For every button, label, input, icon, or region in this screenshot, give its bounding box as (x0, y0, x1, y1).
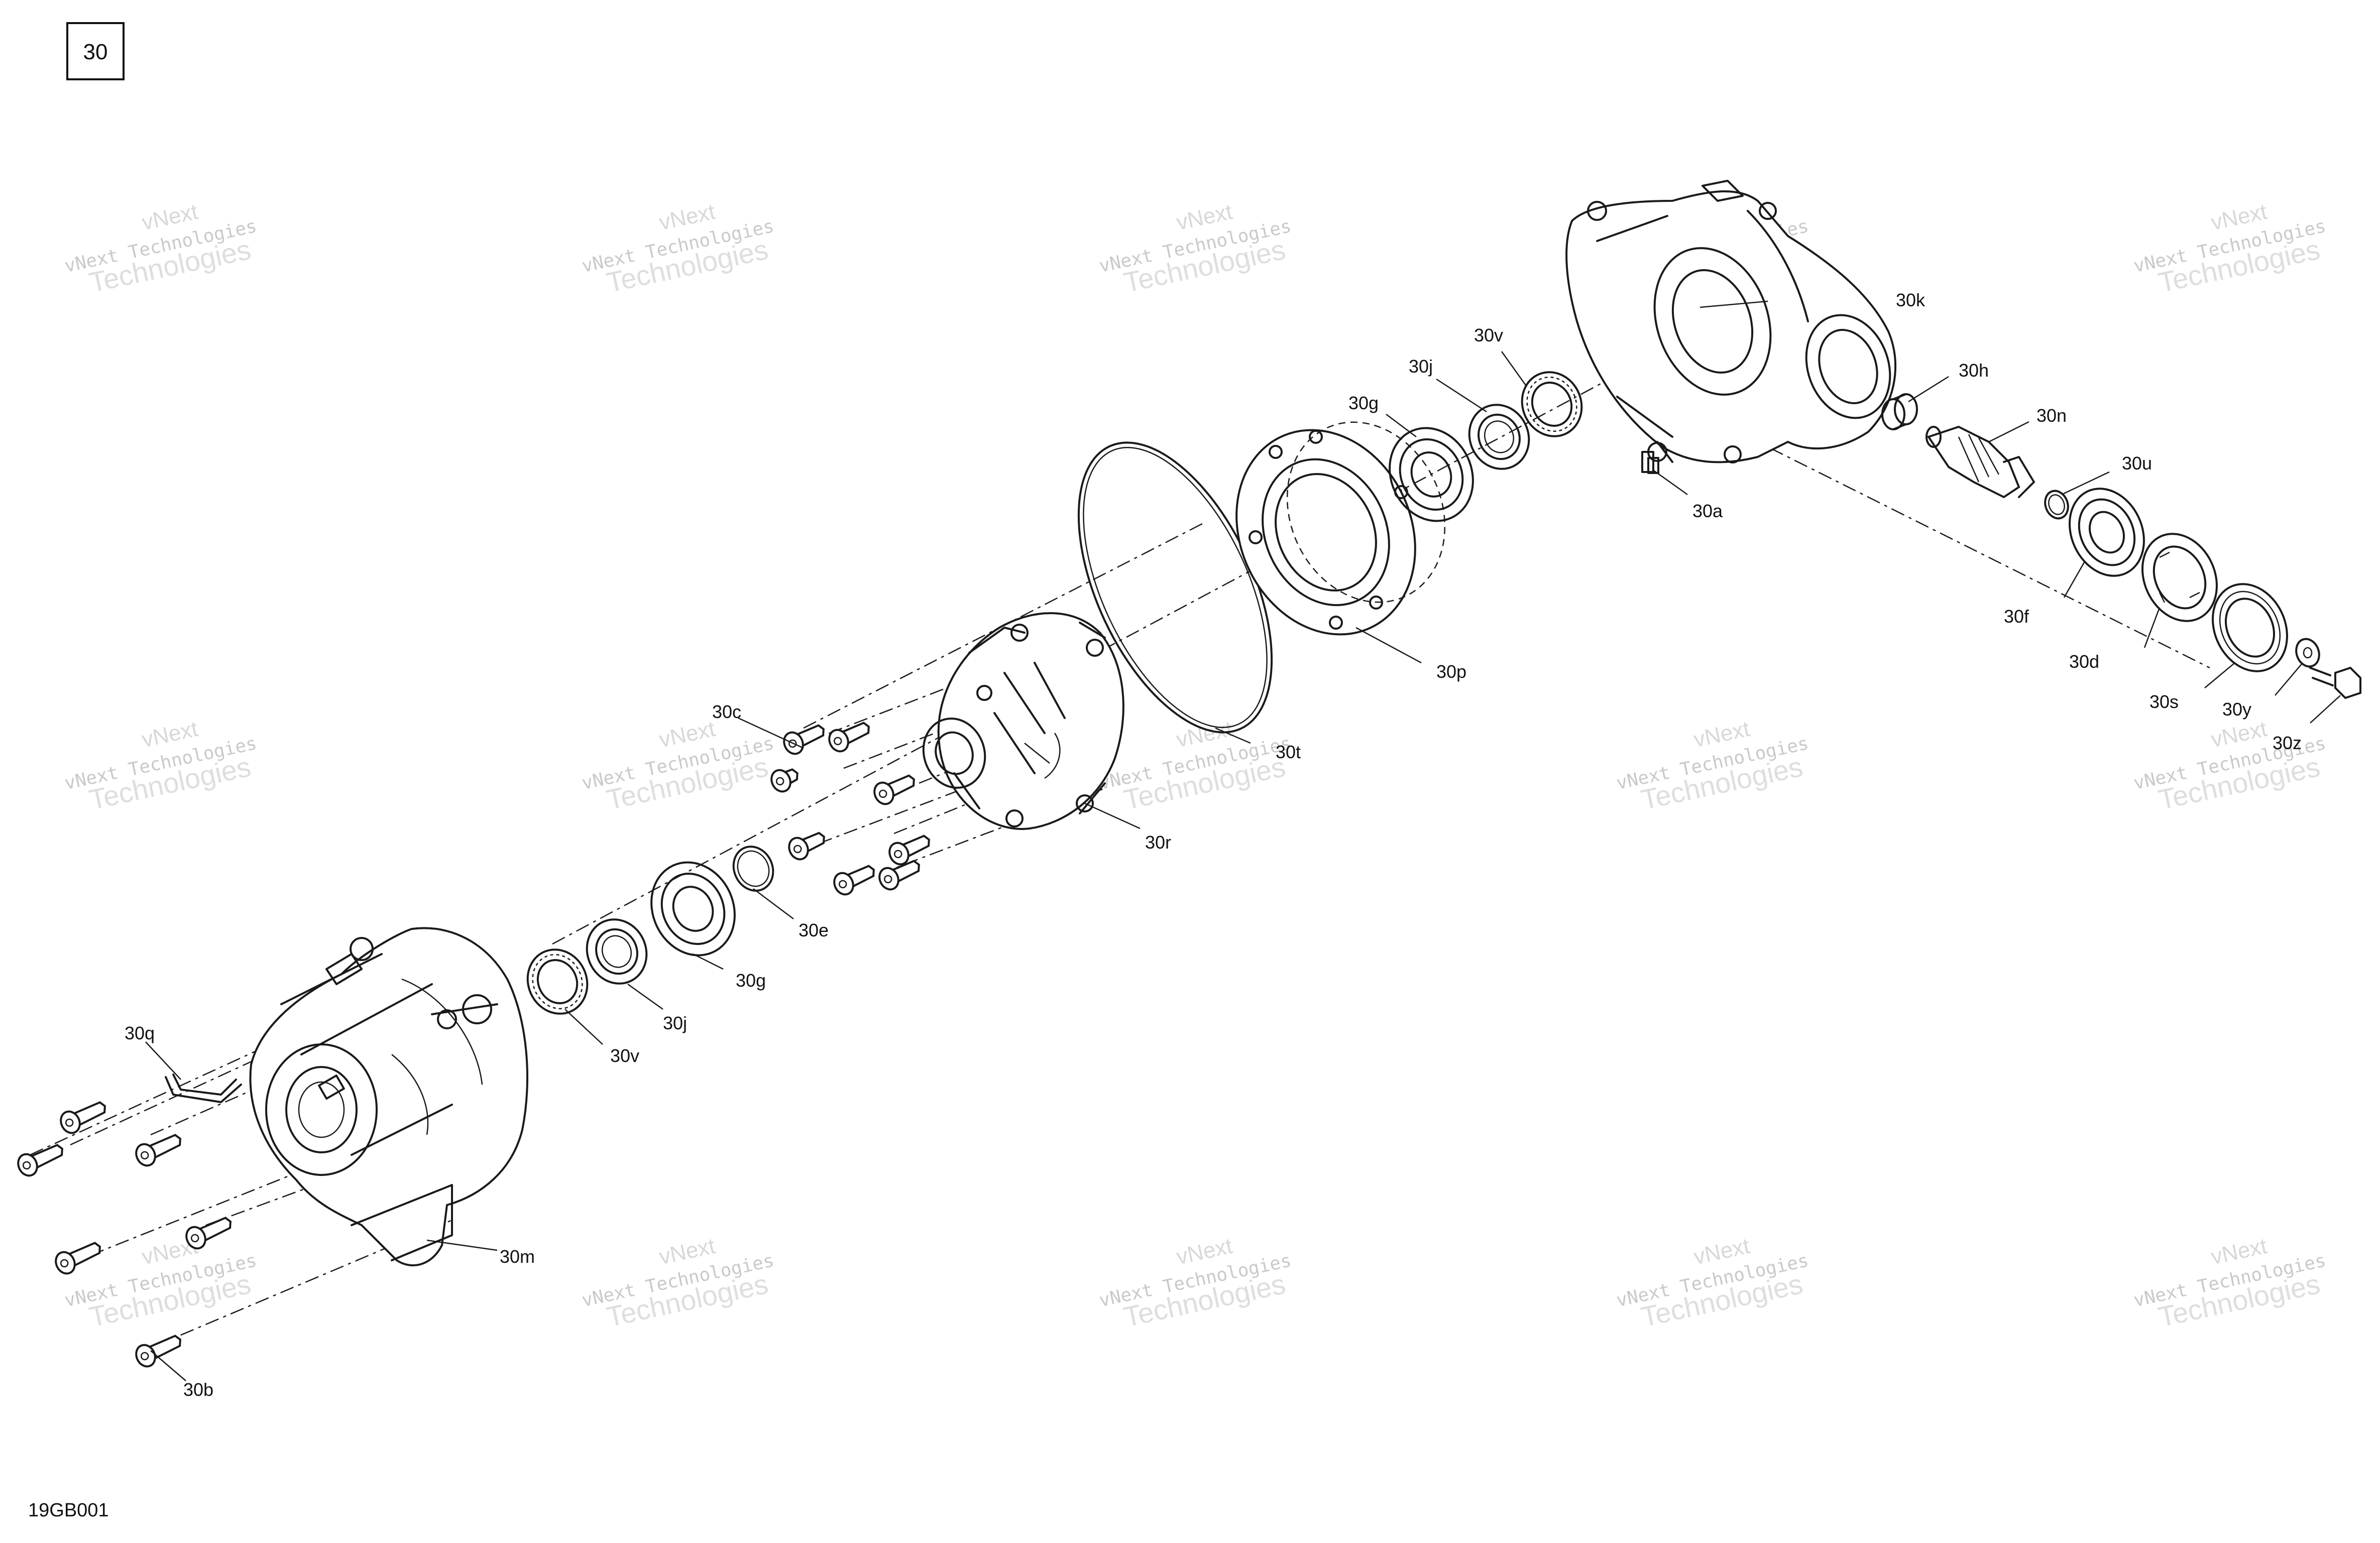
figure-number: 30 (83, 40, 108, 64)
callout-30a: 30a (1692, 501, 1723, 521)
callout-30u: 30u (2122, 453, 2152, 473)
callout-30v-lower: 30v (610, 1045, 639, 1066)
differential-housing-30r (922, 612, 1124, 830)
callout-30t: 30t (1276, 742, 1301, 762)
leader-lines (145, 300, 2341, 1381)
callout-30e: 30e (799, 920, 829, 940)
sleeve-30h (1881, 393, 1918, 430)
plug-30a (1647, 457, 1659, 474)
callout-30g-lower: 30g (736, 970, 766, 991)
seal-30s (2212, 583, 2288, 672)
bearing-30g-upper (1389, 427, 1474, 522)
bolt-icon (873, 774, 915, 805)
bolt-icon (60, 1101, 106, 1134)
circlip-30u (2044, 490, 2069, 520)
callout-30p: 30p (1436, 661, 1466, 682)
callout-30j-upper: 30j (1409, 356, 1433, 377)
bolt-icon (888, 835, 930, 866)
bolt-icon (135, 1335, 181, 1368)
callout-30d: 30d (2069, 651, 2099, 672)
seal-30v-upper (1521, 371, 1583, 437)
bolt-icon (185, 1217, 232, 1250)
housing-30m (249, 927, 528, 1266)
callout-30z: 30z (2273, 733, 2302, 753)
callout-30k: 30k (1896, 290, 1925, 310)
bolt-icon (55, 1242, 101, 1275)
washer-30y (2295, 638, 2320, 668)
seal-30v-lower (526, 948, 589, 1015)
bearing-30f (2069, 488, 2145, 577)
callout-30b: 30b (183, 1379, 213, 1400)
ring-gear-30p (1235, 421, 1446, 636)
callout-30g-upper: 30g (1348, 393, 1379, 413)
pinion-shaft-30n (1925, 425, 2035, 499)
callout-30f: 30f (2004, 606, 2029, 627)
bolts-30c (770, 722, 930, 896)
callout-labels: 30a 30b 30c 30d 30e 30f 30g 30g 30h 30j … (125, 290, 2302, 1400)
bolt-icon (770, 768, 799, 793)
bolts-30b (17, 1101, 232, 1368)
bolt-30z (2309, 666, 2361, 699)
bolt-icon (828, 722, 870, 753)
bolt-icon (17, 1144, 63, 1177)
bearing-30j-lower (586, 918, 648, 985)
o-ring-30e (732, 846, 774, 892)
retainer-30d (2141, 533, 2218, 622)
bearing-30j-upper (1468, 404, 1530, 470)
callout-30n: 30n (2036, 405, 2067, 426)
bearing-30g-lower (650, 861, 736, 957)
callout-30h: 30h (1959, 360, 1989, 381)
bolt-icon (833, 865, 875, 896)
bolt-icon (783, 724, 825, 755)
breather-tube-30q (165, 1074, 242, 1103)
callout-30y: 30y (2222, 699, 2251, 720)
callout-30v-upper: 30v (1474, 325, 1503, 345)
callout-30c: 30c (712, 701, 741, 722)
bolt-icon (878, 860, 920, 891)
callout-30s: 30s (2149, 691, 2179, 712)
callout-30q: 30q (125, 1023, 155, 1043)
housing-30k (1565, 180, 1897, 473)
drawing-code: 19GB001 (28, 1500, 109, 1521)
callout-30m: 30m (500, 1246, 535, 1267)
callout-30r: 30r (1145, 832, 1171, 853)
figure-number-box: 30 (66, 22, 125, 80)
bolt-icon (135, 1134, 181, 1167)
bolt-icon (788, 832, 825, 861)
callout-30j-lower: 30j (663, 1013, 687, 1033)
